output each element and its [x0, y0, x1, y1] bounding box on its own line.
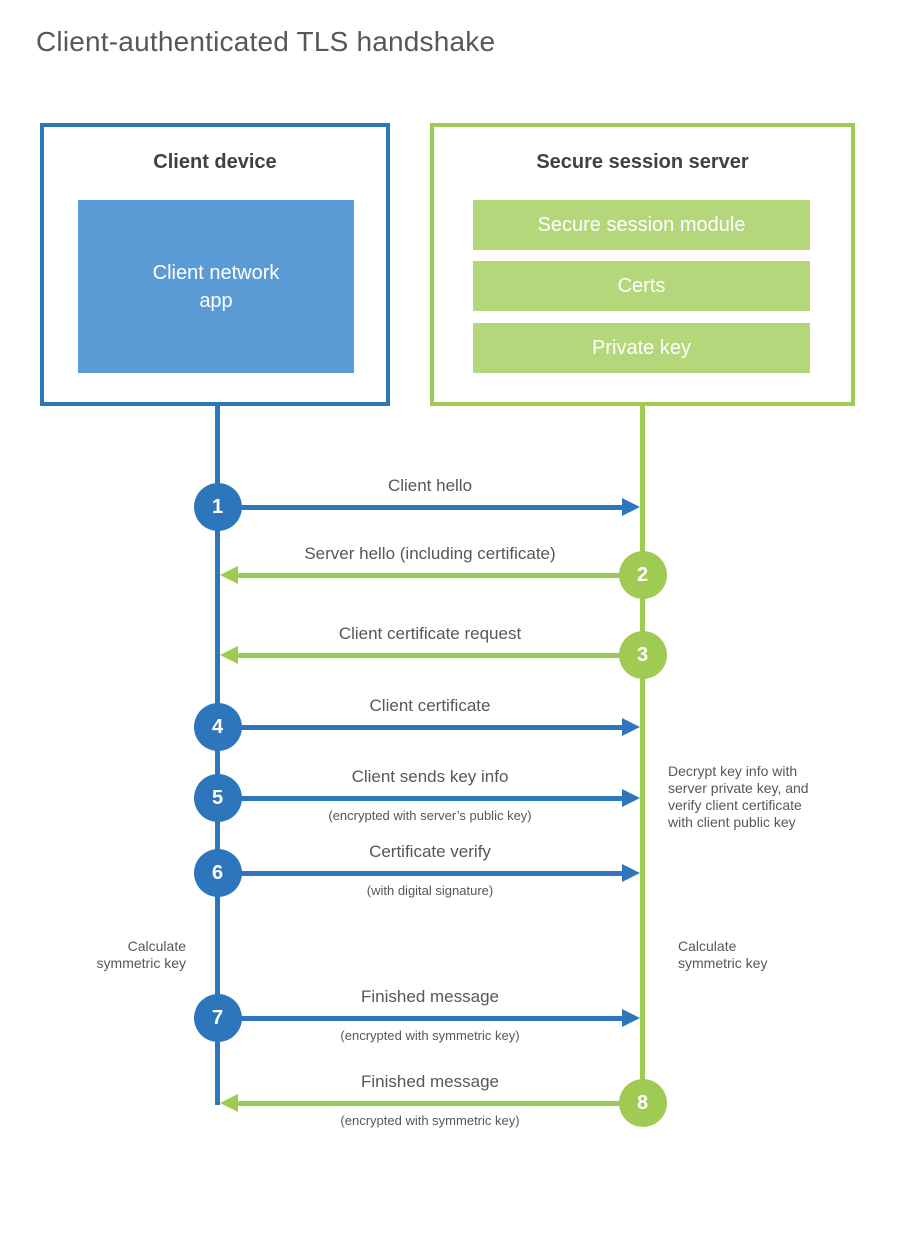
step-6-arrow	[240, 870, 623, 876]
client-device-title: Client device	[153, 151, 277, 173]
step-7-arrowhead-icon	[622, 1009, 640, 1027]
step-1-arrowhead-icon	[622, 498, 640, 516]
certs-module: Certs	[473, 261, 810, 311]
server-lifeline	[640, 405, 645, 1103]
private-key-module: Private key	[473, 323, 810, 373]
step-4-arrowhead-icon	[622, 718, 640, 736]
step-3-label: Client certificate request	[338, 624, 522, 643]
server-decrypt-note: Decrypt key info with server private key…	[668, 763, 809, 830]
step-5-label: Client sends key info	[351, 767, 509, 786]
step-2-arrowhead-icon	[220, 566, 238, 584]
step-8-sublabel: (encrypted with symmetric key)	[340, 1113, 520, 1128]
step-3-arrowhead-icon	[220, 646, 238, 664]
step-5-arrowhead-icon	[622, 789, 640, 807]
client-lifeline	[215, 405, 220, 1105]
client-network-app-module: Client network app	[78, 200, 354, 373]
secure-session-server-title: Secure session server	[536, 151, 749, 173]
client-calculate-symmetric-key-note: Calculate symmetric key	[96, 938, 186, 971]
step-8-label: Finished message	[361, 1072, 499, 1091]
step-7-arrow	[240, 1015, 623, 1021]
step-3-badge: 3	[618, 631, 667, 679]
secure-session-server-box: Secure session server Secure session mod…	[430, 123, 855, 406]
step-8-arrowhead-icon	[220, 1094, 238, 1112]
step-8-badge: 8	[618, 1079, 667, 1127]
server-calculate-symmetric-key-note: Calculate symmetric key	[678, 938, 768, 971]
step-4-arrow	[240, 724, 623, 730]
step-5-badge: 5	[193, 774, 242, 822]
step-8-arrow	[237, 1100, 620, 1106]
step-7-sublabel: (encrypted with symmetric key)	[340, 1028, 520, 1043]
step-5-arrow	[240, 795, 623, 801]
step-6-arrowhead-icon	[622, 864, 640, 882]
step-5-sublabel: (encrypted with server’s public key)	[328, 808, 532, 823]
step-2-arrow	[237, 572, 620, 578]
step-6-badge: 6	[193, 849, 242, 897]
step-4-badge: 4	[193, 703, 242, 751]
step-4-label: Client certificate	[369, 696, 491, 715]
step-7-label: Finished message	[361, 987, 499, 1006]
page-title: Client-authenticated TLS handshake	[36, 26, 496, 57]
step-3-arrow	[237, 652, 620, 658]
step-7-badge: 7	[193, 994, 242, 1042]
step-1-arrow	[240, 504, 623, 510]
step-6-label: Certificate verify	[369, 842, 491, 861]
step-1-label: Client hello	[387, 476, 473, 495]
step-6-sublabel: (with digital signature)	[366, 883, 494, 898]
step-2-badge: 2	[618, 551, 667, 599]
client-device-box: Client device Client network app	[40, 123, 390, 406]
step-2-label: Server hello (including certificate)	[304, 544, 556, 563]
step-1-badge: 1	[193, 483, 242, 531]
secure-session-module: Secure session module	[473, 200, 810, 250]
